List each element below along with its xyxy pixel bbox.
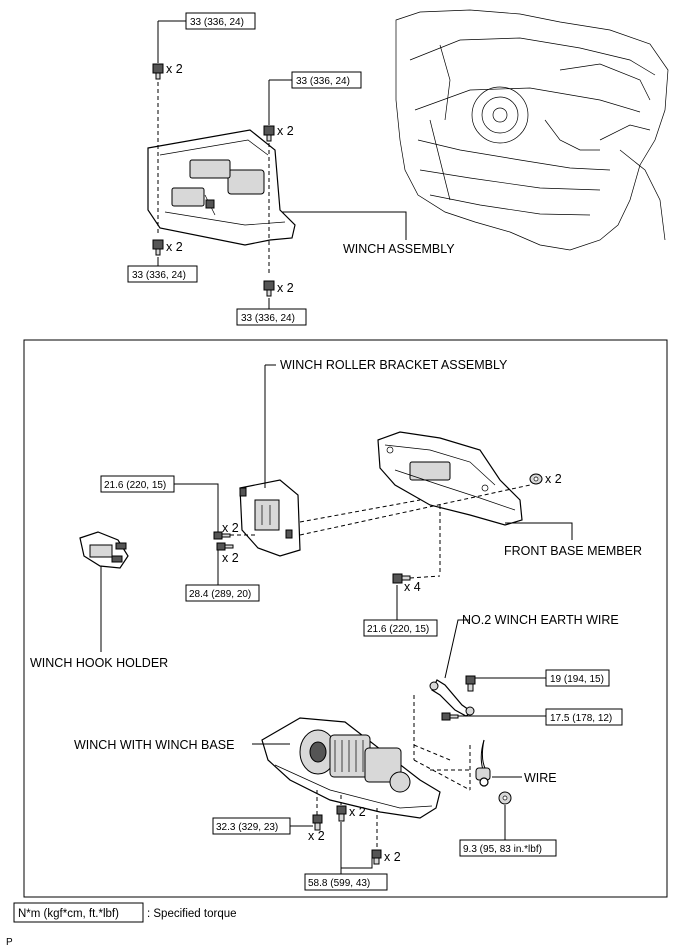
nut-earth [441, 712, 459, 721]
legend-unit-box: N*m (kgf*cm, ft.*lbf) [18, 908, 119, 920]
winch-roller-bracket-part [239, 479, 301, 557]
torque-label-bottom: 33 (336, 24) [241, 313, 295, 324]
wire-part [475, 739, 491, 787]
torque-roller-lower: 28.4 (289, 20) [189, 589, 251, 600]
torque-earth-bolt: 19 (194, 15) [550, 674, 604, 685]
winch-with-base-part [261, 717, 441, 819]
torque-label-top: 33 (336, 24) [190, 17, 244, 28]
torque-roller-upper: 21.6 (220, 15) [104, 480, 166, 491]
qty-roller-lower: x 2 [222, 551, 239, 565]
winch-assembly-part [147, 129, 296, 246]
label-winch-roller-bracket: WINCH ROLLER BRACKET ASSEMBLY [280, 358, 508, 372]
qty-bottom-left: x 2 [166, 240, 183, 254]
bolt-winch-middle [336, 805, 347, 822]
bolt-bottom-right [263, 280, 275, 297]
torque-earth-nut: 17.5 (178, 12) [550, 713, 612, 724]
torque-base-member: 21.6 (220, 15) [367, 624, 429, 635]
qty-winch-middle: x 2 [349, 805, 366, 819]
bolt-roller-lower [216, 542, 234, 551]
torque-winch-bottom: 58.8 (599, 43) [308, 878, 370, 889]
nut-front-base [529, 473, 543, 485]
earth-wire-part [429, 679, 475, 717]
qty-nut-front-base: x 2 [545, 472, 562, 486]
front-base-member-part [377, 431, 523, 526]
torque-label-right: 33 (336, 24) [296, 76, 350, 87]
torque-wire-nut: 9.3 (95, 83 in.*lbf) [463, 844, 542, 855]
bolt-winch-left [312, 814, 323, 831]
vehicle-front-illustration [395, 9, 669, 251]
bolt-bottom-left [152, 239, 164, 256]
nut-wire [498, 791, 512, 805]
label-front-base-member: FRONT BASE MEMBER [504, 544, 642, 558]
qty-bottom-right: x 2 [277, 281, 294, 295]
torque-winch-left: 32.3 (329, 23) [216, 822, 278, 833]
torque-label-bottom-left: 33 (336, 24) [132, 270, 186, 281]
qty-winch-right: x 2 [384, 850, 401, 864]
bolt-earth [465, 675, 476, 692]
bolt-top-right [263, 125, 275, 142]
label-earth-wire: NO.2 WINCH EARTH WIRE [462, 613, 619, 627]
label-wire: WIRE [524, 771, 557, 785]
qty-roller-upper: x 2 [222, 521, 239, 535]
page-code: P [6, 937, 13, 948]
label-winch-hook-holder: WINCH HOOK HOLDER [30, 656, 168, 670]
label-winch-with-base: WINCH WITH WINCH BASE [74, 738, 234, 752]
label-winch-assembly: WINCH ASSEMBLY [343, 242, 455, 256]
qty-top-left: x 2 [166, 62, 183, 76]
detail-frame [23, 339, 668, 898]
qty-base-member: x 4 [404, 580, 421, 594]
bolt-winch-right [371, 849, 382, 865]
winch-hook-holder-part [79, 531, 129, 569]
qty-top-right: x 2 [277, 124, 294, 138]
bolt-top-left [152, 63, 164, 80]
qty-winch-left: x 2 [308, 829, 325, 843]
legend-description: : Specified torque [147, 908, 237, 920]
